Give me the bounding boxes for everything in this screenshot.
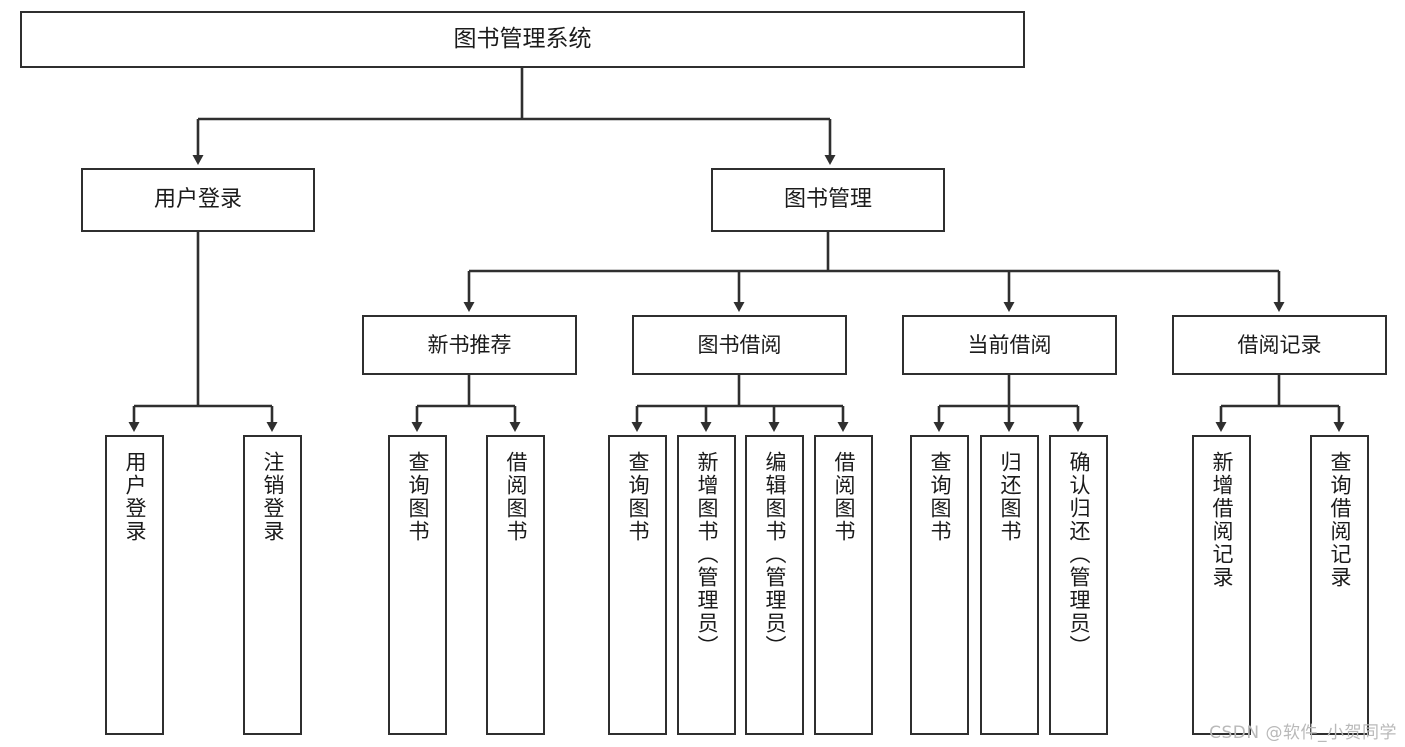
node-label: 新增借阅记录 bbox=[1210, 451, 1234, 589]
node-borrow-record[interactable]: 借阅记录 bbox=[1172, 315, 1387, 375]
node-label: 借阅图书 bbox=[832, 451, 856, 543]
node-label: 新增图书（管理员） bbox=[695, 451, 719, 658]
node-label: 图书管理 bbox=[783, 187, 872, 213]
leaf-borrow-add-book-admin[interactable]: 新增图书（管理员） bbox=[677, 435, 736, 735]
node-new-book-recommend[interactable]: 新书推荐 bbox=[362, 315, 577, 375]
node-book-borrow[interactable]: 图书借阅 bbox=[632, 315, 847, 375]
node-label: 编辑图书（管理员） bbox=[763, 451, 787, 658]
leaf-borrow-borrow-book[interactable]: 借阅图书 bbox=[814, 435, 873, 735]
node-label: 查询图书 bbox=[406, 451, 430, 543]
node-label: 图书管理系统 bbox=[453, 25, 592, 52]
leaf-recommend-query-book[interactable]: 查询图书 bbox=[388, 435, 447, 735]
node-label: 查询图书 bbox=[928, 451, 952, 543]
node-label: 借阅记录 bbox=[1237, 332, 1322, 357]
node-label: 借阅图书 bbox=[504, 451, 528, 543]
node-current-borrow[interactable]: 当前借阅 bbox=[902, 315, 1117, 375]
node-book-management[interactable]: 图书管理 bbox=[711, 168, 945, 232]
leaf-borrow-query-book[interactable]: 查询图书 bbox=[608, 435, 667, 735]
node-user-login[interactable]: 用户登录 bbox=[81, 168, 315, 232]
node-root-system[interactable]: 图书管理系统 bbox=[20, 11, 1025, 68]
leaf-record-add-record[interactable]: 新增借阅记录 bbox=[1192, 435, 1251, 735]
node-label: 新书推荐 bbox=[427, 332, 512, 357]
leaf-current-return-book[interactable]: 归还图书 bbox=[980, 435, 1039, 735]
node-label: 当前借阅 bbox=[967, 332, 1052, 357]
node-label: 图书借阅 bbox=[697, 332, 782, 357]
node-label: 查询借阅记录 bbox=[1328, 451, 1352, 589]
leaf-current-confirm-return-admin[interactable]: 确认归还（管理员） bbox=[1049, 435, 1108, 735]
leaf-user-login-logout[interactable]: 注销登录 bbox=[243, 435, 302, 735]
leaf-user-login-login[interactable]: 用户登录 bbox=[105, 435, 164, 735]
leaf-borrow-edit-book-admin[interactable]: 编辑图书（管理员） bbox=[745, 435, 804, 735]
node-label: 用户登录 bbox=[153, 187, 242, 213]
node-label: 归还图书 bbox=[998, 451, 1022, 543]
node-label: 用户登录 bbox=[123, 451, 147, 543]
leaf-record-query-record[interactable]: 查询借阅记录 bbox=[1310, 435, 1369, 735]
node-label: 确认归还（管理员） bbox=[1067, 451, 1091, 658]
node-label: 注销登录 bbox=[261, 451, 285, 543]
csdn-watermark: CSDN @软件_小贺同学 bbox=[1209, 723, 1397, 743]
leaf-current-query-book[interactable]: 查询图书 bbox=[910, 435, 969, 735]
node-label: 查询图书 bbox=[626, 451, 650, 543]
leaf-recommend-borrow-book[interactable]: 借阅图书 bbox=[486, 435, 545, 735]
